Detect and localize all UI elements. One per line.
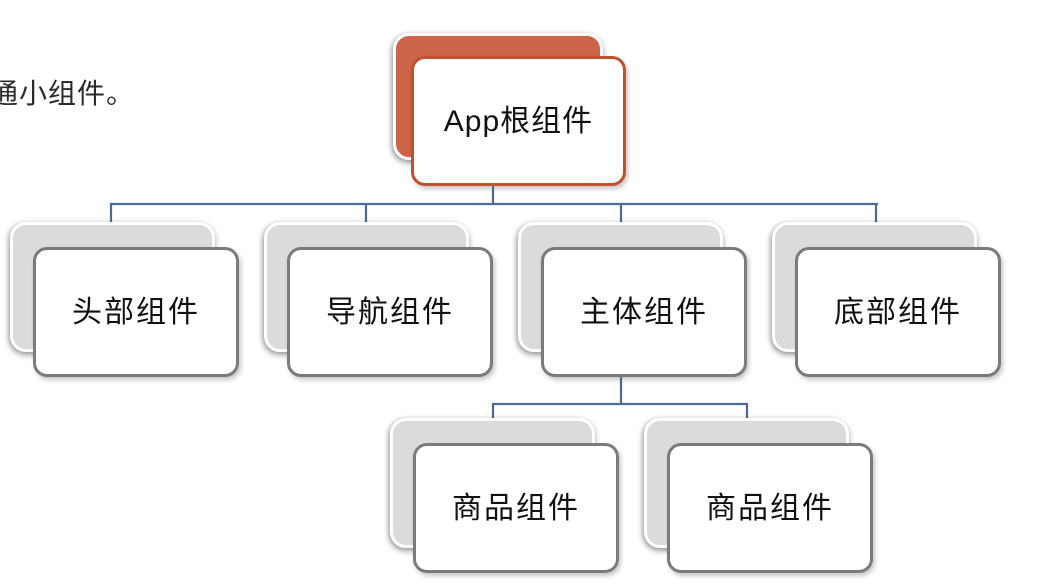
node-card: 主体组件 — [541, 247, 747, 377]
connector-product2-stub — [746, 405, 748, 419]
node-label: 商品组件 — [706, 492, 834, 525]
node-label: 底部组件 — [834, 296, 962, 329]
node-card: 底部组件 — [795, 247, 1001, 377]
node-label: 导航组件 — [326, 296, 454, 329]
caption-text: 通小组件。 — [0, 78, 136, 109]
node-card: 商品组件 — [667, 443, 873, 573]
connector-footer-stub — [875, 205, 877, 222]
node-label: App根组件 — [443, 105, 594, 138]
node-card: 头部组件 — [33, 247, 239, 377]
node-card: 商品组件 — [413, 443, 619, 573]
node-label: 头部组件 — [72, 296, 200, 329]
connector-main-stub — [620, 205, 622, 224]
node-label: 商品组件 — [452, 492, 580, 525]
node-label: 主体组件 — [580, 296, 708, 329]
connector-root-stub — [492, 186, 494, 203]
connector-level2-bus — [110, 203, 878, 205]
connector-main-down-stub — [620, 377, 622, 403]
node-card: App根组件 — [411, 56, 626, 186]
connector-level3-bus — [492, 403, 748, 405]
connector-product1-stub — [492, 405, 494, 419]
node-card: 导航组件 — [287, 247, 493, 377]
connector-nav-stub — [365, 205, 367, 222]
connector-header-stub — [110, 205, 112, 222]
